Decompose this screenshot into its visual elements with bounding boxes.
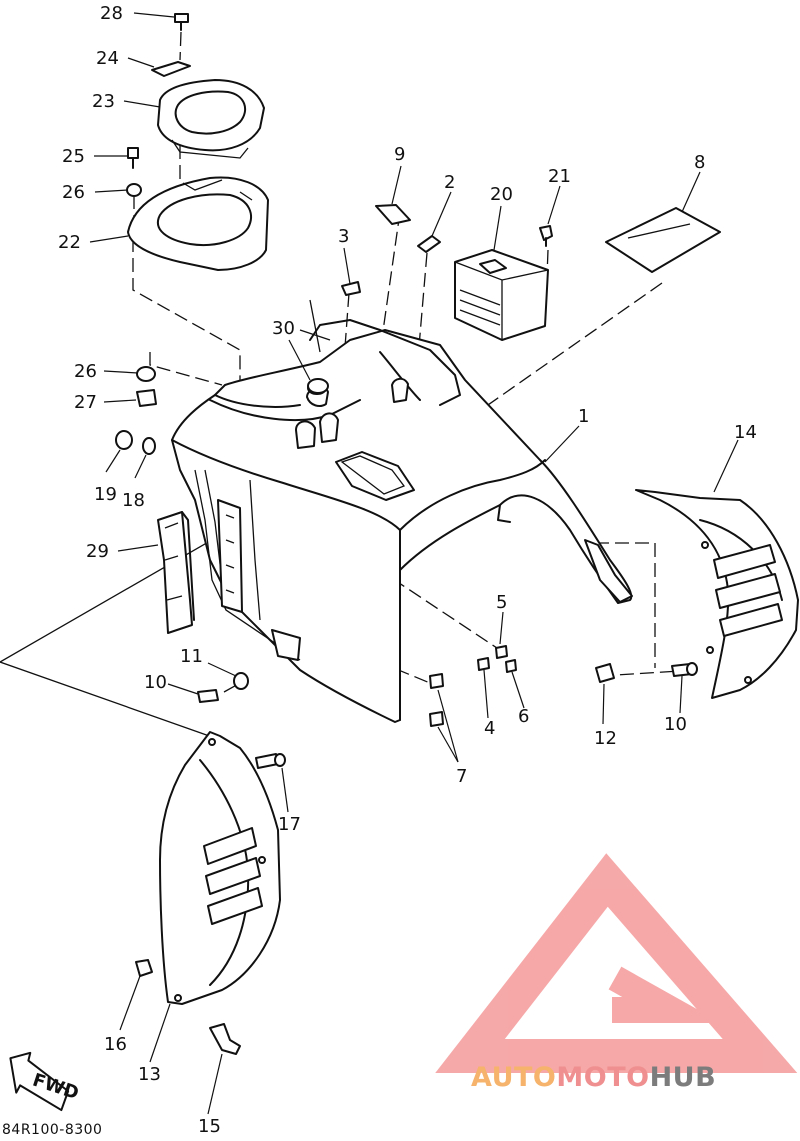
callout-26: 26 <box>74 361 97 382</box>
callout-18: 18 <box>122 490 145 511</box>
watermark-logo <box>435 853 798 1073</box>
callout-9: 9 <box>394 144 405 165</box>
upper-mount-23 <box>157 79 265 159</box>
callout-20: 20 <box>490 184 513 205</box>
watermark-text: AUTOMOTOHUB <box>471 1062 716 1093</box>
callout-5: 5 <box>496 592 507 613</box>
callout-16: 16 <box>104 1034 127 1055</box>
callout-27: 27 <box>74 392 97 413</box>
leader-lines <box>89 12 739 1115</box>
collar-27 <box>136 389 157 407</box>
fwd-arrow: FWD <box>9 1051 81 1112</box>
callout-1: 1 <box>578 406 589 427</box>
collar-18 <box>142 437 156 455</box>
callout-15: 15 <box>198 1116 221 1137</box>
nut-16 <box>135 959 153 977</box>
pad-3 <box>341 281 361 296</box>
callout-30: 30 <box>272 318 295 339</box>
pad-6 <box>505 659 517 673</box>
callouts: 28 24 23 25 26 22 9 2 21 20 8 3 30 26 27… <box>58 3 757 1137</box>
callout-25: 25 <box>62 146 85 167</box>
callout-10-left: 10 <box>144 672 167 693</box>
callout-12: 12 <box>594 728 617 749</box>
watermark-part-hub: HUB <box>650 1062 717 1093</box>
grommet-30 <box>307 378 329 394</box>
watermark-part-auto: AUTO <box>471 1062 556 1093</box>
bolt-10-left <box>197 689 219 703</box>
right-side-cover-14 <box>635 489 799 699</box>
lower-mount-22 <box>127 176 269 271</box>
collar-11 <box>233 672 249 690</box>
screw-21 <box>539 225 553 247</box>
side-bracket-29 <box>157 511 195 634</box>
callout-28: 28 <box>100 3 123 24</box>
callout-7: 7 <box>456 766 467 787</box>
bolt-15 <box>209 1023 241 1055</box>
nut-26-top <box>126 183 142 197</box>
grommet-19 <box>115 430 133 450</box>
callout-17: 17 <box>278 814 301 835</box>
callout-10-right: 10 <box>664 714 687 735</box>
plate-24 <box>151 61 191 77</box>
callout-13: 13 <box>138 1064 161 1085</box>
pads-7 <box>429 673 444 727</box>
callout-3: 3 <box>338 226 349 247</box>
bolt-25 <box>127 147 139 169</box>
sheet-8 <box>605 207 721 273</box>
callout-23: 23 <box>92 91 115 112</box>
bolt-28 <box>174 13 189 31</box>
callout-14: 14 <box>734 422 757 443</box>
screw-17 <box>255 753 286 769</box>
nut-26 <box>136 366 156 382</box>
clip-12 <box>595 663 615 683</box>
callout-11: 11 <box>180 646 203 667</box>
callout-29: 29 <box>86 541 109 562</box>
bolt-10-right <box>671 662 698 677</box>
callout-2: 2 <box>444 172 455 193</box>
document-code: 84R100-8300 <box>2 1122 102 1137</box>
pad-9 <box>375 204 411 225</box>
callout-21: 21 <box>548 166 571 187</box>
callout-6: 6 <box>518 706 529 727</box>
callout-19: 19 <box>94 484 117 505</box>
front-fender-body <box>171 299 633 723</box>
left-side-cover-13 <box>159 731 281 1005</box>
watermark-part-moto: MOTO <box>556 1062 649 1093</box>
callout-4: 4 <box>484 718 495 739</box>
callout-26-top: 26 <box>62 182 85 203</box>
pad-5 <box>495 645 508 659</box>
callout-22: 22 <box>58 232 81 253</box>
callout-24: 24 <box>96 48 119 69</box>
pad-2 <box>417 235 441 253</box>
pad-4 <box>477 657 490 671</box>
callout-8: 8 <box>694 152 705 173</box>
box-20 <box>454 249 549 341</box>
